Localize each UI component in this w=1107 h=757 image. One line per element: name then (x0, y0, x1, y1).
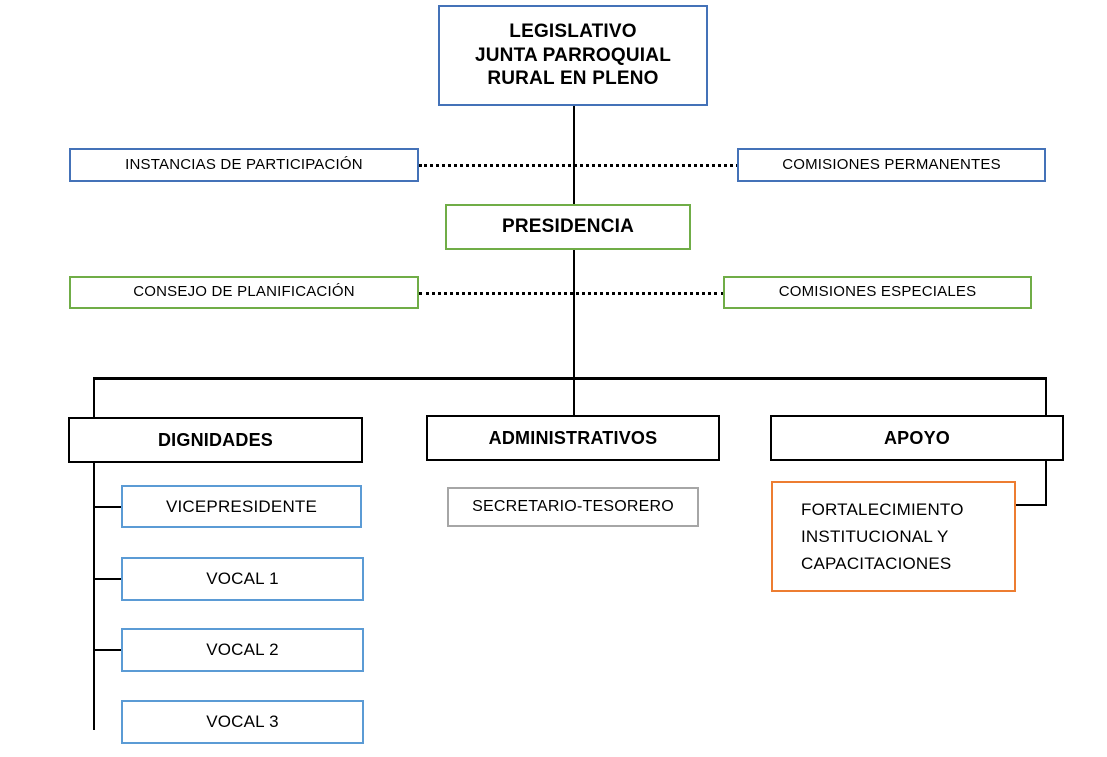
connector-bar-administrativos (573, 377, 575, 415)
node-consejo-planificacion[interactable]: CONSEJO DE PLANIFICACIÓN (69, 276, 419, 309)
connector-dotted-lower (419, 292, 724, 295)
node-vicepresidente[interactable]: VICEPRESIDENTE (121, 485, 362, 528)
connector-dotted-upper (419, 164, 739, 167)
connector-legislativo-presidencia (573, 105, 575, 205)
node-presidencia-label: PRESIDENCIA (501, 216, 635, 238)
node-consejo-planificacion-label: CONSEJO DE PLANIFICACIÓN (133, 283, 355, 301)
node-legislativo-line3: RURAL EN PLENO (487, 68, 659, 90)
node-fortalecimiento-line2: INSTITUCIONAL Y (801, 526, 949, 546)
node-vocal-1[interactable]: VOCAL 1 (121, 557, 364, 601)
connector-apoyo-fortalecimiento (1016, 504, 1047, 506)
connector-presidencia-bar (573, 250, 575, 378)
node-dignidades[interactable]: DIGNIDADES (68, 417, 363, 463)
node-comisiones-especiales-label: COMISIONES ESPECIALES (778, 283, 977, 301)
node-vocal-3-label: VOCAL 3 (206, 712, 279, 732)
node-comisiones-permanentes-label: COMISIONES PERMANENTES (782, 155, 1001, 173)
node-comisiones-permanentes[interactable]: COMISIONES PERMANENTES (737, 148, 1046, 182)
node-vocal-2-label: VOCAL 2 (206, 640, 279, 660)
node-comisiones-especiales[interactable]: COMISIONES ESPECIALES (723, 276, 1032, 309)
connector-bar-dignidades (93, 377, 95, 417)
connector-distribution-bar (93, 377, 1047, 380)
node-fortalecimiento-line3: CAPACITACIONES (801, 554, 952, 574)
node-presidencia[interactable]: PRESIDENCIA (445, 204, 691, 250)
connector-spine-vicepresidente (93, 506, 121, 508)
node-apoyo-label: APOYO (883, 427, 950, 448)
node-vocal-1-label: VOCAL 1 (206, 569, 279, 589)
node-fortalecimiento-institucional[interactable]: FORTALECIMIENTO INSTITUCIONAL Y CAPACITA… (771, 481, 1016, 592)
connector-spine-vocal-1 (93, 578, 121, 580)
node-vocal-2[interactable]: VOCAL 2 (121, 628, 364, 672)
node-legislativo[interactable]: LEGISLATIVO JUNTA PARROQUIAL RURAL EN PL… (438, 5, 708, 106)
node-legislativo-line1: LEGISLATIVO (509, 20, 637, 42)
node-administrativos[interactable]: ADMINISTRATIVOS (426, 415, 720, 461)
node-legislativo-line2: JUNTA PARROQUIAL (474, 44, 671, 66)
node-fortalecimiento-line1: FORTALECIMIENTO (801, 499, 964, 519)
connector-spine-vocal-2 (93, 649, 121, 651)
node-administrativos-label: ADMINISTRATIVOS (488, 427, 658, 448)
node-instancias-participacion-label: INSTANCIAS DE PARTICIPACIÓN (125, 155, 363, 173)
node-secretario-tesorero-label: SECRETARIO-TESORERO (472, 498, 674, 515)
node-instancias-participacion[interactable]: INSTANCIAS DE PARTICIPACIÓN (69, 148, 419, 182)
node-secretario-tesorero[interactable]: SECRETARIO-TESORERO (447, 487, 699, 527)
node-vicepresidente-label: VICEPRESIDENTE (165, 496, 318, 516)
node-dignidades-label: DIGNIDADES (157, 429, 273, 450)
node-vocal-3[interactable]: VOCAL 3 (121, 700, 364, 744)
connector-dignidades-spine (93, 417, 95, 730)
node-apoyo[interactable]: APOYO (770, 415, 1064, 461)
